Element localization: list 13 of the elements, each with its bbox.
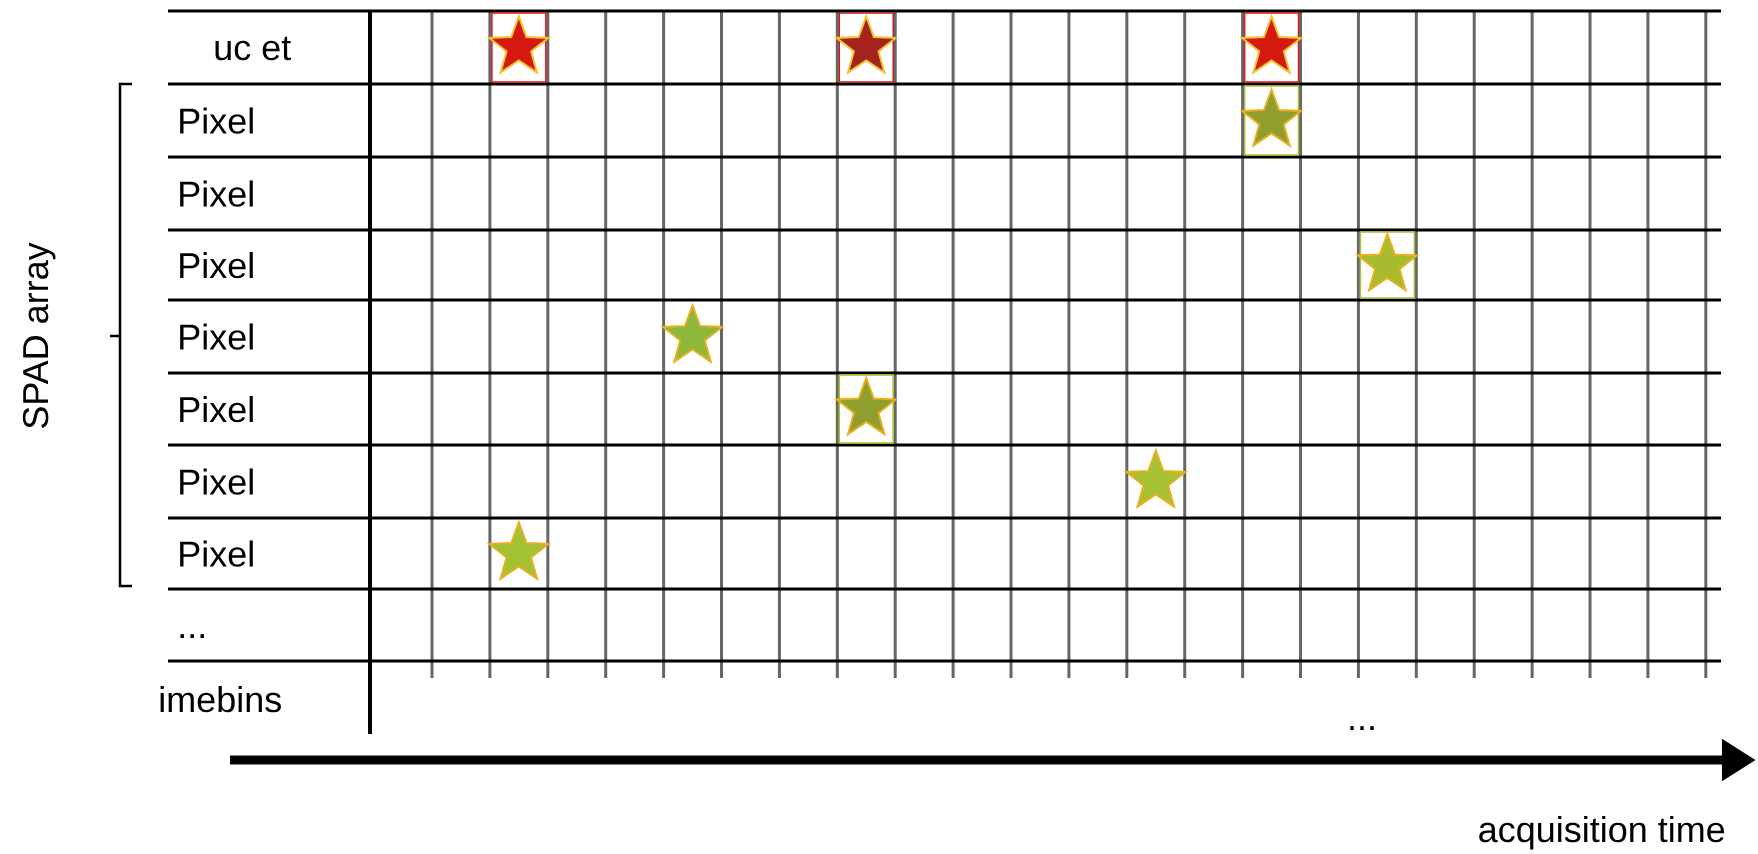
row-label: Pixel: [180, 107, 253, 134]
row-label: Pixel: [180, 540, 253, 567]
row-label: Pixel: [180, 323, 253, 350]
row-label: Pixel: [180, 395, 253, 423]
row-label: uc et: [215, 36, 291, 61]
ellipsis: ...: [180, 634, 204, 638]
row-label: Pixel: [180, 468, 253, 495]
ellipsis: ...: [1350, 726, 1374, 730]
row-label: Pixel: [180, 251, 253, 279]
axis-label: acquisition time: [1479, 815, 1725, 850]
axis-label: SPAD array: [22, 242, 56, 429]
row-label: imebins: [160, 685, 281, 713]
row-label: Pixel: [180, 180, 253, 207]
